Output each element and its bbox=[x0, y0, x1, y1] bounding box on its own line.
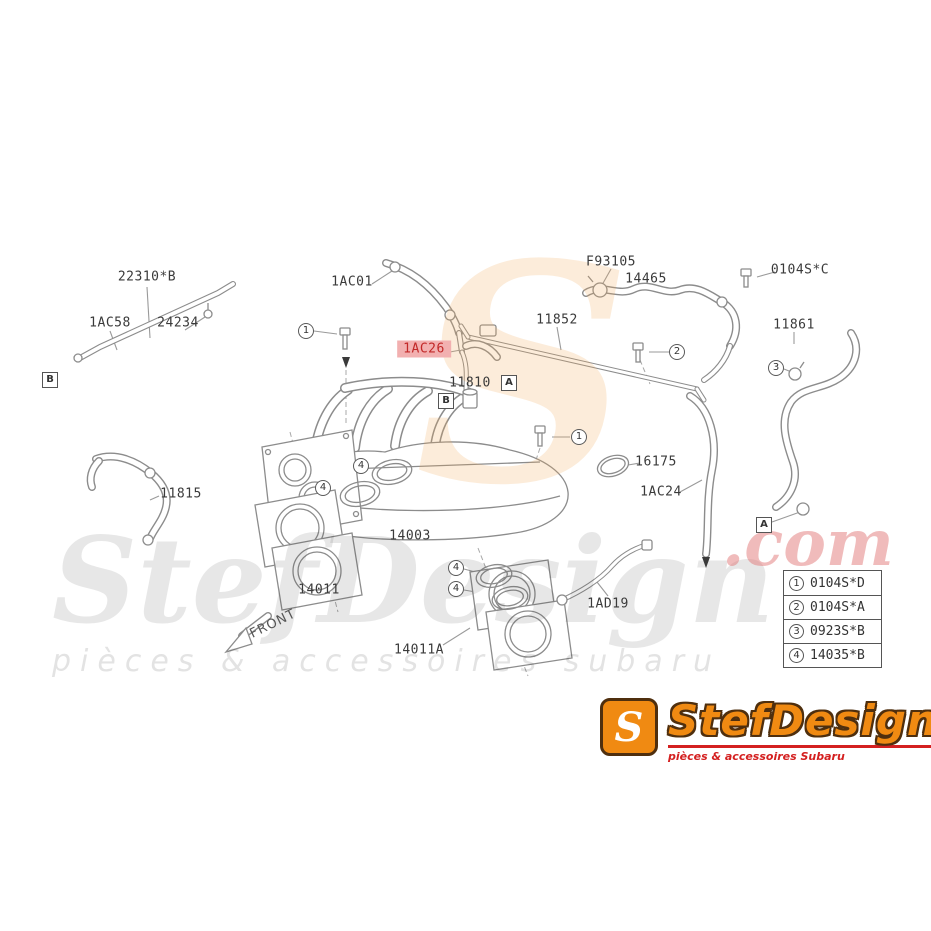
part-label-11852: 11852 bbox=[536, 312, 578, 328]
legend-code-4: 14035*B bbox=[810, 648, 865, 663]
legend-row-2: 2 0104S*A bbox=[784, 595, 881, 619]
callout-4-gasket-d: 4 bbox=[448, 581, 464, 597]
legend-callout-4: 4 bbox=[789, 648, 804, 663]
part-label-24234: 24234 bbox=[157, 315, 199, 331]
legend-row-3: 3 0923S*B bbox=[784, 619, 881, 643]
part-label-1ac26-highlighted: 1AC26 bbox=[397, 340, 451, 358]
part-label-11815: 11815 bbox=[160, 486, 202, 502]
part-label-14011a: 14011A bbox=[394, 642, 444, 658]
hose-1ac26 bbox=[462, 340, 501, 361]
legend-row-1: 1 0104S*D bbox=[784, 571, 881, 595]
hose-11815 bbox=[86, 452, 171, 546]
stefdesign-logo-mark: S bbox=[600, 698, 658, 756]
part-label-14011: 14011 bbox=[298, 582, 340, 598]
part-label-1ac58: 1AC58 bbox=[89, 315, 131, 331]
part-label-16175: 16175 bbox=[635, 454, 677, 470]
hose-11861 bbox=[772, 329, 861, 516]
hose-14465 bbox=[582, 275, 741, 383]
throttle-body-upper-14011 bbox=[254, 489, 363, 611]
legend-row-4: 4 14035*B bbox=[784, 643, 881, 667]
part-label-11861: 11861 bbox=[773, 317, 815, 333]
callout-1-bolt-top: 1 bbox=[298, 323, 314, 339]
bolts bbox=[339, 268, 752, 447]
part-label-11810: 11810 bbox=[449, 375, 491, 391]
part-label-22310b: 22310*B bbox=[117, 269, 177, 285]
callout-2-bolt: 2 bbox=[669, 344, 685, 360]
legend-code-1: 0104S*D bbox=[810, 575, 865, 591]
callout-4-gasket-c: 4 bbox=[448, 560, 464, 576]
stefdesign-logo: S StefDesign .com pièces & accessoires S… bbox=[600, 698, 931, 763]
gaskets-14035 bbox=[339, 458, 529, 611]
legend-callout-1: 1 bbox=[789, 575, 804, 591]
part-label-1ac24: 1AC24 bbox=[640, 484, 682, 500]
part-label-1ad19: 1AD19 bbox=[587, 596, 629, 612]
ref-box-b-left: B bbox=[42, 372, 58, 388]
pcv-valve-11810 bbox=[462, 388, 478, 409]
hose-1ac24 bbox=[686, 392, 718, 558]
callout-1-bolt-mid: 1 bbox=[571, 429, 587, 445]
legend-code-2: 0104S*A bbox=[810, 600, 865, 615]
flow-arrows bbox=[342, 357, 710, 568]
bracket-1ad19 bbox=[556, 539, 653, 606]
logo-underline bbox=[668, 745, 931, 748]
legend-callout-3: 3 bbox=[789, 624, 804, 639]
stefdesign-logo-text-block: StefDesign .com pièces & accessoires Sub… bbox=[668, 698, 931, 763]
part-label-f93105: F93105 bbox=[586, 254, 636, 270]
stefdesign-logo-tagline: pièces & accessoires Subaru bbox=[668, 750, 845, 763]
part-label-0104s-c: 0104S*C bbox=[770, 262, 830, 278]
callout-4-gasket-b: 4 bbox=[315, 480, 331, 496]
part-label-14003: 14003 bbox=[389, 528, 431, 544]
callout-3-clamp: 3 bbox=[768, 360, 784, 376]
hose-1ac01 bbox=[382, 259, 465, 355]
ref-box-b-center: B bbox=[438, 393, 454, 409]
stefdesign-brand-text: StefDesign bbox=[668, 696, 931, 745]
part-label-14465: 14465 bbox=[625, 271, 667, 287]
legend-code-3: 0923S*B bbox=[810, 624, 865, 639]
pipe-11852 bbox=[458, 323, 707, 403]
o-ring-16175 bbox=[596, 454, 630, 478]
front-arrow bbox=[224, 612, 272, 654]
legend-table: 1 0104S*D 2 0104S*A 3 0923S*B 4 14035*B bbox=[783, 570, 882, 668]
throttle-body-lower-14011a bbox=[469, 559, 573, 671]
ref-box-a-center: A bbox=[501, 375, 517, 391]
legend-callout-2: 2 bbox=[789, 600, 804, 615]
callout-4-gasket-a: 4 bbox=[353, 458, 369, 474]
ref-box-a-right: A bbox=[756, 517, 772, 533]
part-label-1ac01: 1AC01 bbox=[331, 274, 373, 290]
hose-22310 bbox=[73, 281, 236, 363]
